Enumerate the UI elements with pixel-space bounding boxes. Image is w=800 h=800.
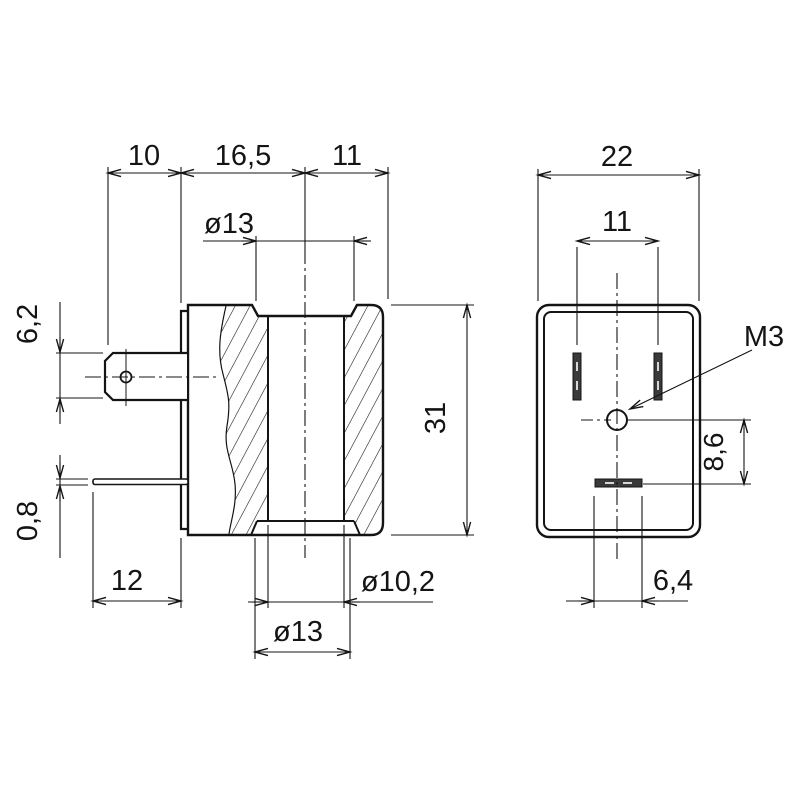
m3-leader-line (627, 349, 753, 411)
hatch-region-left (219, 306, 268, 534)
blade-slot-centermarks (576, 362, 659, 390)
dimensions-side-view (55, 167, 474, 659)
blade-slot-left (572, 352, 582, 401)
ground-slot (594, 478, 643, 488)
dimensions-front-view (535, 169, 753, 608)
dim-d13-top-label: ø13 (204, 208, 254, 240)
blade-slot-right (653, 352, 663, 401)
side-view (85, 167, 385, 558)
dim-6-4-label: 6,4 (653, 565, 693, 597)
dim-10-label: 10 (128, 140, 160, 172)
dim-0-8-label: 0,8 (12, 501, 44, 541)
dim-31-label: 31 (420, 402, 452, 434)
dim-12-label: 12 (111, 565, 143, 597)
dim-8-6-label: 8,6 (698, 433, 729, 472)
connector-face-outer (535, 303, 702, 539)
m3-label: M3 (744, 321, 784, 353)
connector-face-inner (543, 311, 694, 531)
dim-d10-2-label: ø10,2 (361, 566, 435, 598)
ground-pin (92, 478, 189, 486)
dim-16-5-label: 16,5 (215, 140, 271, 172)
dim-11-front-label: 11 (602, 206, 632, 238)
dim-d13-bottom-label: ø13 (273, 616, 323, 648)
front-view (535, 273, 702, 560)
break-line (219, 305, 236, 535)
coil-body-outline (186, 303, 385, 537)
dim-6-2-label: 6,2 (12, 304, 44, 344)
flange-step (179, 309, 188, 531)
dimension-labels: 10 16,5 11 ø13 6,2 0,8 12 ø10,2 ø13 31 2… (12, 140, 784, 648)
dim-11-label: 11 (332, 140, 362, 172)
hatch-region-right (344, 306, 383, 534)
dim-22-label: 22 (601, 141, 633, 173)
